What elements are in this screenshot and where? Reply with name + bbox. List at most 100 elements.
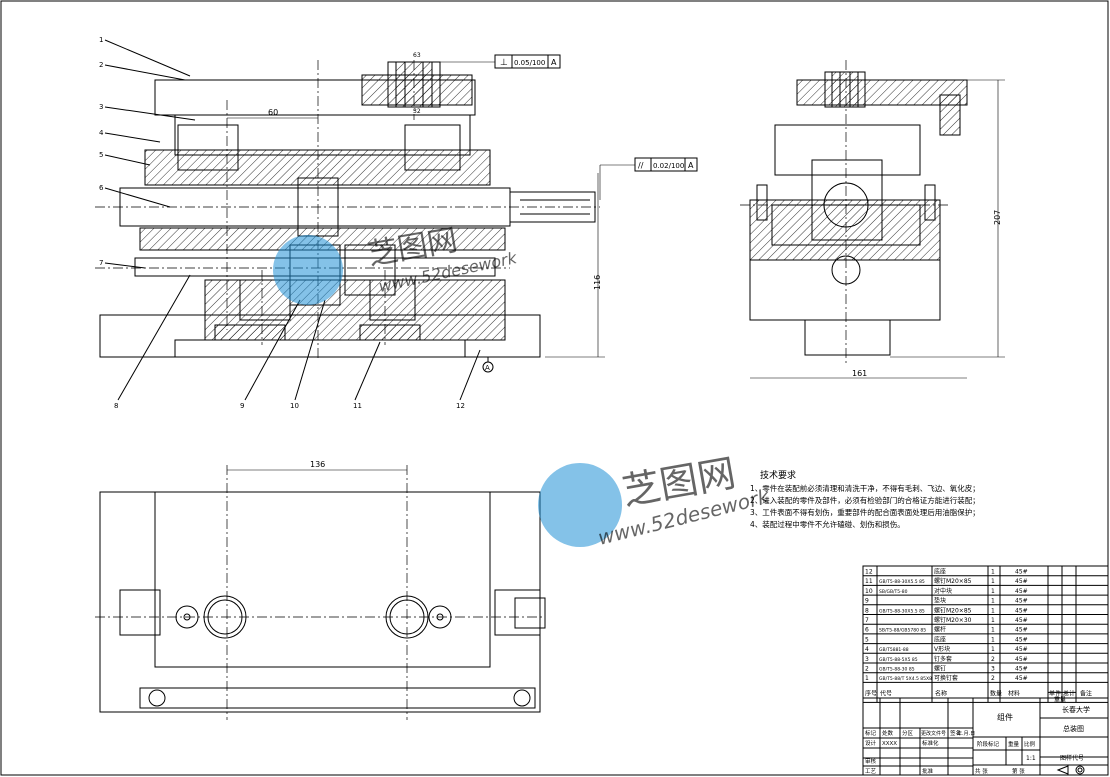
bom-cell: 7: [865, 617, 869, 624]
watermark-2: 芝图网 www.52desework: [538, 451, 773, 550]
bom-cell: 45#: [1015, 646, 1028, 653]
bom-cell: 11: [865, 578, 873, 585]
svg-text:标记: 标记: [865, 729, 877, 737]
svg-text:共 张: 共 张: [975, 767, 988, 775]
dim-207: 207: [993, 210, 1002, 225]
bom-header-cell: 总计: [1063, 689, 1075, 697]
tech-item-2: 2、进入装配的零件及部件，必须有检验部门的合格证方能进行装配；: [750, 495, 980, 505]
leader-3: 3: [99, 103, 103, 111]
svg-text:标准化: 标准化: [922, 739, 939, 747]
leader-1: 1: [99, 36, 103, 44]
dim-32: 32: [413, 108, 421, 115]
bom-header-cell: 单件: [1049, 689, 1061, 697]
leader-6: 6: [99, 184, 104, 192]
bom-cell: 1: [991, 569, 995, 576]
bom-cell: 1: [991, 588, 995, 595]
bom-cell: 3: [865, 656, 869, 663]
school-name: 长春大学: [1062, 705, 1090, 714]
bom-header-cell: 名称: [935, 689, 947, 697]
leader-12: 12: [456, 402, 465, 410]
bom-header-cell: 备注: [1080, 689, 1092, 697]
tech-item-3: 3、工件表面不得有划伤，重要部件的配合面表面处理后用油脂保护；: [750, 507, 980, 517]
bom-cell: 1: [991, 607, 995, 614]
top-view: 136: [95, 460, 546, 720]
drawing-number: 图样代号: [1060, 754, 1084, 762]
bom-cell: 45#: [1015, 588, 1028, 595]
svg-text:1:1: 1:1: [1026, 755, 1036, 762]
tolerance-frame-2: // 0.02/100 A: [599, 157, 698, 200]
leader-11: 11: [353, 402, 362, 410]
bom-cell: 12: [865, 569, 873, 576]
bom-header-cell: 材料: [1008, 689, 1020, 697]
bom-cell: 2: [865, 666, 869, 673]
bom-cell: 1: [991, 636, 995, 643]
front-view: 60 116 63 32 ⊥ 0.05/100 A // 0.02/100 A: [95, 36, 698, 410]
svg-text:设计: 设计: [865, 739, 877, 747]
svg-text:签名: 签名: [950, 729, 961, 737]
projection-symbol: [1056, 765, 1085, 775]
leader-8: 8: [114, 402, 118, 410]
svg-text:比例: 比例: [1024, 740, 1036, 748]
svg-text:0.02/100: 0.02/100: [653, 162, 684, 170]
svg-text:重量: 重量: [1008, 740, 1020, 748]
leader-5: 5: [99, 151, 103, 159]
tech-item-4: 4、装配过程中零件不允许磕碰、划伤和损伤。: [750, 519, 905, 529]
dim-63: 63: [413, 52, 421, 59]
bom-cell: 3: [991, 666, 995, 673]
bom-cell: 45#: [1015, 627, 1028, 634]
svg-text:阶段标记: 阶段标记: [977, 740, 1000, 748]
technical-requirements: 技术要求 1、零件在装配前必须清理和清洗干净，不得有毛刺、飞边、氧化皮； 2、进…: [750, 469, 980, 529]
bom-cell: GB/T5-88-30X5.5 85: [879, 608, 925, 614]
svg-text:A: A: [551, 58, 557, 67]
bom-cell: 螺杆: [934, 626, 946, 634]
bom-cell: 45#: [1015, 675, 1028, 682]
bom-cell: 1: [991, 598, 995, 605]
bom-cell: SB/GB/T5-80: [879, 589, 908, 595]
bom-cell: 4: [865, 646, 869, 653]
svg-text:更改文件号: 更改文件号: [921, 730, 946, 737]
svg-text:XXXX: XXXX: [882, 741, 897, 747]
svg-text:处数: 处数: [882, 729, 894, 737]
dim-116: 116: [593, 275, 602, 290]
bom-cell: GB/T5-88-30 85: [879, 667, 915, 673]
leader-lines: [104, 39, 481, 401]
bom-header-cell: 数量: [990, 689, 1002, 697]
bom-cell: 9: [865, 598, 869, 605]
bom-cell: 底座: [934, 568, 946, 576]
bom-cell: 1: [991, 617, 995, 624]
svg-text:A: A: [688, 161, 694, 170]
dim-60: 60: [268, 108, 278, 117]
bom-cell: 1: [865, 675, 869, 682]
bom-cell: 45#: [1015, 617, 1028, 624]
bom-cell: 对中块: [934, 587, 952, 595]
svg-text:A: A: [485, 364, 490, 372]
svg-text:批准: 批准: [922, 767, 934, 775]
bom-cell: 2: [991, 656, 995, 663]
bom-header-cell: 代号: [880, 689, 892, 697]
bom-cell: GB/T5-88/T 5X4.5 85X8: [879, 676, 932, 682]
bom-cell: 45#: [1015, 607, 1028, 614]
bom-cell: 5: [865, 636, 869, 643]
bom-cell: 10: [865, 588, 873, 595]
svg-text:工艺: 工艺: [865, 768, 877, 775]
dim-161: 161: [852, 369, 867, 378]
bom-cell: 底座: [934, 635, 946, 643]
bom-cell: 钉多套: [934, 655, 952, 663]
tech-item-1: 1、零件在装配前必须清理和清洗干净，不得有毛刺、飞边、氧化皮；: [750, 483, 980, 493]
bom-cell: 2: [991, 675, 995, 682]
tolerance-frame-1: ⊥ 0.05/100 A: [432, 54, 561, 69]
svg-text:0.05/100: 0.05/100: [514, 59, 545, 67]
bom-header-cell: 重量: [1054, 695, 1066, 703]
svg-text:分区: 分区: [902, 729, 914, 737]
bom-cell: 45#: [1015, 656, 1028, 663]
bom-cell: 垫块: [934, 597, 946, 605]
dim-136: 136: [310, 460, 325, 469]
bom-cell: GB/T5881-88: [879, 647, 909, 653]
bom-cell: 螺钉: [934, 665, 946, 673]
parallel-symbol: //: [638, 161, 644, 170]
bom-cell: 8: [865, 607, 869, 614]
bom-cell: GB/T5-88-30X5.5 85: [879, 579, 925, 585]
